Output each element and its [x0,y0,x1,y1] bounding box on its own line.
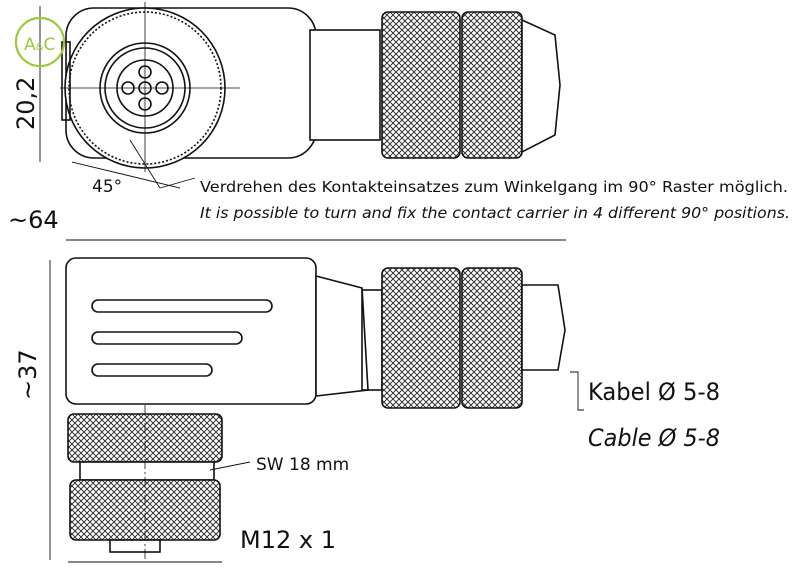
svg-text:A&C: A&C [24,35,55,55]
dim-wrench: SW 18 mm [256,455,349,475]
dim-thread: M12 x 1 [240,526,336,554]
dim-length: ~64 [8,206,59,234]
note-english: It is possible to turn and fix the conta… [200,204,790,222]
logo: A&C [14,16,66,68]
cable-german: Kabel Ø 5-8 [588,378,720,406]
cable-english: Cable Ø 5-8 [588,424,720,452]
dim-height-side: ~37 [14,349,42,400]
side-view [49,239,584,563]
front-view [39,2,561,189]
dim-height-front: 20,2 [12,77,40,130]
note-german: Verdrehen des Kontakteinsatzes zum Winke… [200,178,788,196]
dim-angle: 45° [92,177,122,197]
